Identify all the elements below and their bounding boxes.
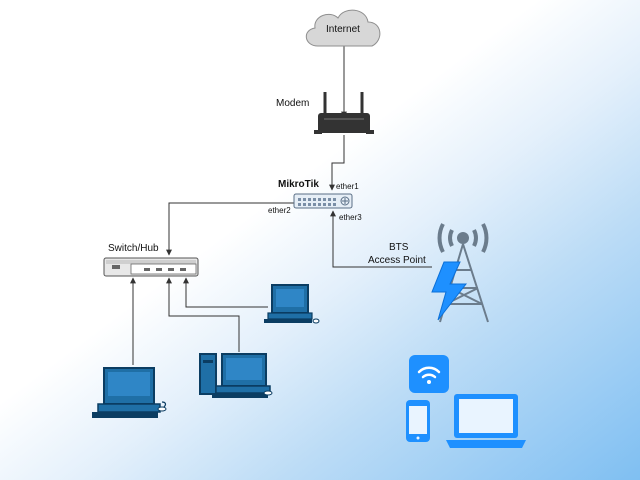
cloud-icon [305,9,381,47]
internet-label: Internet [326,24,360,35]
bts-label-line2: Access Point [368,255,426,266]
radio-tower-icon [431,223,489,323]
bts-label-line1: BTS [389,242,409,253]
ether3-label: ether3 [339,213,362,222]
smartphone-icon [406,400,430,442]
wifi-icon [409,355,449,393]
mikrotik-router-icon [293,193,353,209]
connectors [130,45,432,365]
connector-mikrotik-switch [166,202,294,256]
connector-bts-mikrotik [330,210,432,268]
desktop-tower-computer-icon [199,353,273,398]
connector-modem-mikrotik [329,135,345,191]
mikrotik-label: MikroTik [278,179,319,190]
ether2-label: ether2 [268,206,291,215]
connector-pc2-switch [166,277,240,352]
network-switch-icon [103,257,199,277]
switch-label: Switch/Hub [108,243,159,254]
connector-pc3-switch [183,277,268,308]
desktop-computer-icon [264,284,320,324]
modem-label: Modem [276,98,310,109]
wifi-router-icon [314,92,374,134]
laptop-icon [446,394,526,448]
desktop-computer-icon [92,367,167,418]
ether1-label: ether1 [336,182,359,191]
